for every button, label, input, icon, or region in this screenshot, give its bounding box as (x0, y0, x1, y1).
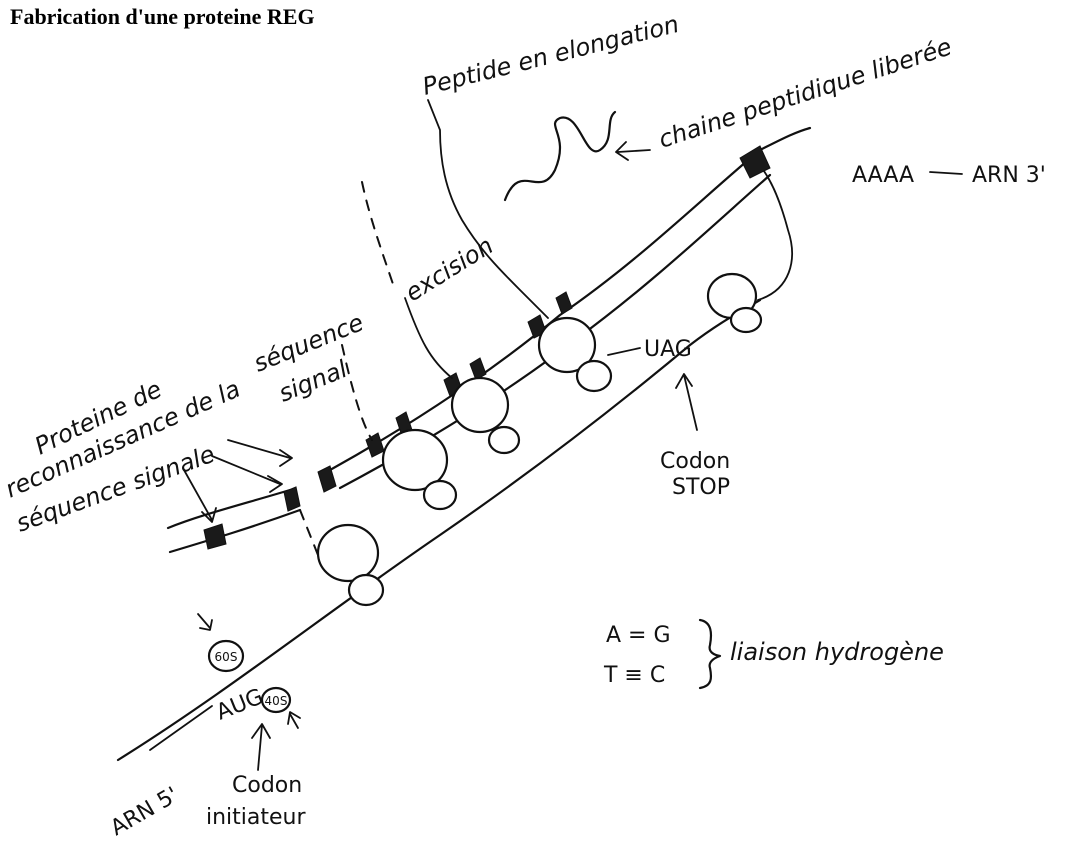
label-stop-codon-2: STOP (672, 475, 730, 500)
label-peptide-elongation: Peptide en elongation (420, 10, 682, 101)
ribosome-3 (450, 376, 521, 455)
label-arn3: ARN 3' (972, 163, 1046, 188)
elongation-leader (427, 99, 549, 319)
hatch-mark (365, 432, 385, 458)
subunit-40s: 40S (260, 686, 292, 714)
label-chain-released: chaine peptidique liberée (655, 32, 955, 153)
arrow-chain-released (615, 141, 651, 161)
ribosome-4 (537, 316, 613, 393)
hatch-mark (317, 465, 337, 493)
label-arn5: ARN 5' (107, 783, 183, 842)
label-hb-line1: A = G (606, 623, 671, 648)
label-start-codon-1: Codon (232, 773, 302, 798)
arrows (149, 141, 963, 771)
arrow-recognition-2 (211, 455, 283, 493)
label-excision: excision (400, 231, 498, 307)
arrow-recognition-1 (227, 439, 293, 467)
dashed-line-lower (299, 509, 319, 556)
hatch-mark (203, 523, 227, 550)
released-peptide-squiggle (503, 110, 617, 202)
ribosome-1 (316, 523, 385, 607)
label-poly-a: AAAA (852, 163, 914, 188)
arrow-stop-codon (675, 373, 698, 431)
line-uag (607, 347, 641, 356)
arrow-start-codon (251, 723, 271, 771)
mrna-strand (116, 298, 762, 762)
dashed-line-signal (341, 344, 373, 441)
label-40s: 40S (265, 694, 288, 708)
mrna-loop-to-polya (754, 159, 793, 301)
diagram-title: Fabrication d'une proteine REG (10, 4, 315, 29)
arrow-40s (287, 711, 301, 729)
arrow-polya (929, 171, 963, 175)
subunit-60s: 60S (207, 639, 245, 673)
arrow-recognition-3 (183, 469, 217, 523)
ribosome-2 (381, 428, 458, 511)
line-arn5 (149, 705, 213, 751)
hydrogen-bond-brace (698, 618, 722, 690)
hatch-mark (555, 291, 573, 315)
arrow-excision (404, 297, 453, 379)
ribosome-free (706, 272, 763, 334)
label-hydrogen-bond: liaison hydrogène (730, 638, 944, 666)
label-stop-triplet: UAG (644, 337, 692, 362)
hatch-mark (283, 486, 301, 512)
label-hb-line2: T ≡ C (603, 663, 665, 688)
label-start-codon-2: initiateur (206, 805, 306, 830)
hatch-mark (739, 145, 771, 179)
er-membrane-upper (166, 126, 812, 530)
label-60s: 60S (215, 650, 238, 664)
dashed-line-excision (361, 181, 396, 291)
hatch-mark (469, 357, 487, 381)
arrow-60s (197, 613, 213, 631)
label-stop-codon-1: Codon (660, 449, 730, 474)
